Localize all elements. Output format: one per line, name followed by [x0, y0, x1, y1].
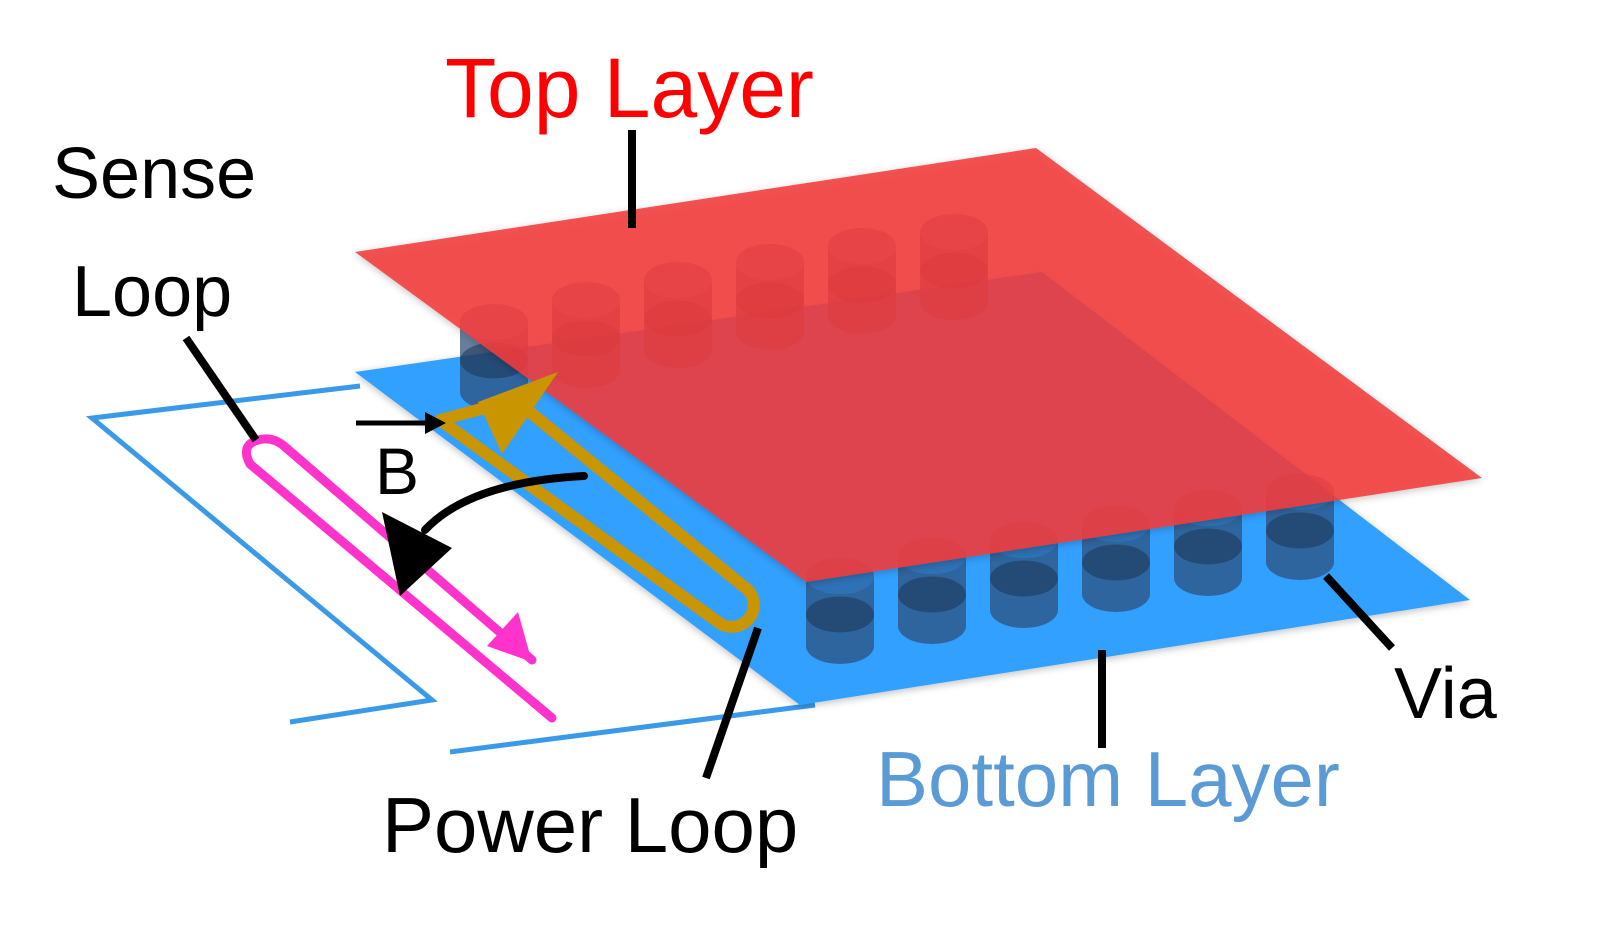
via-mid-ring: [1174, 528, 1242, 565]
bottom-layer-label: Bottom Layer: [876, 735, 1340, 823]
sense-loop: [241, 434, 537, 665]
curved-arrow-icon: [382, 512, 452, 596]
power-current-arrow-shaft: [511, 395, 752, 595]
field-arrow-curve: [421, 472, 588, 534]
via-label: Via: [1394, 654, 1498, 734]
via-mid-ring: [990, 560, 1058, 597]
via: [806, 558, 874, 664]
power-loop-leader: [702, 626, 762, 780]
top-layer-label: Top Layer: [445, 41, 814, 135]
via-mid-ring: [1266, 512, 1334, 549]
power-loop-label: Power Loop: [382, 781, 798, 869]
right-arrow-icon: [425, 412, 446, 434]
via-mid-ring: [806, 596, 874, 633]
power-loop: [434, 394, 760, 633]
outline-trace-bottom: [449, 702, 816, 755]
via-leader: [1323, 573, 1395, 651]
b-field-label: B: [375, 434, 419, 508]
sense-loop-label-line2: Loop: [72, 252, 232, 332]
via-mid-ring: [898, 576, 966, 613]
via-mid-ring: [1082, 544, 1150, 581]
up-left-arrow-icon: [478, 372, 558, 454]
down-right-arrow-icon: [487, 612, 532, 662]
top-layer-plane: [355, 148, 1482, 582]
sense-loop-label-line1: Sense: [52, 134, 256, 214]
sense-loop-leader: [182, 335, 260, 443]
